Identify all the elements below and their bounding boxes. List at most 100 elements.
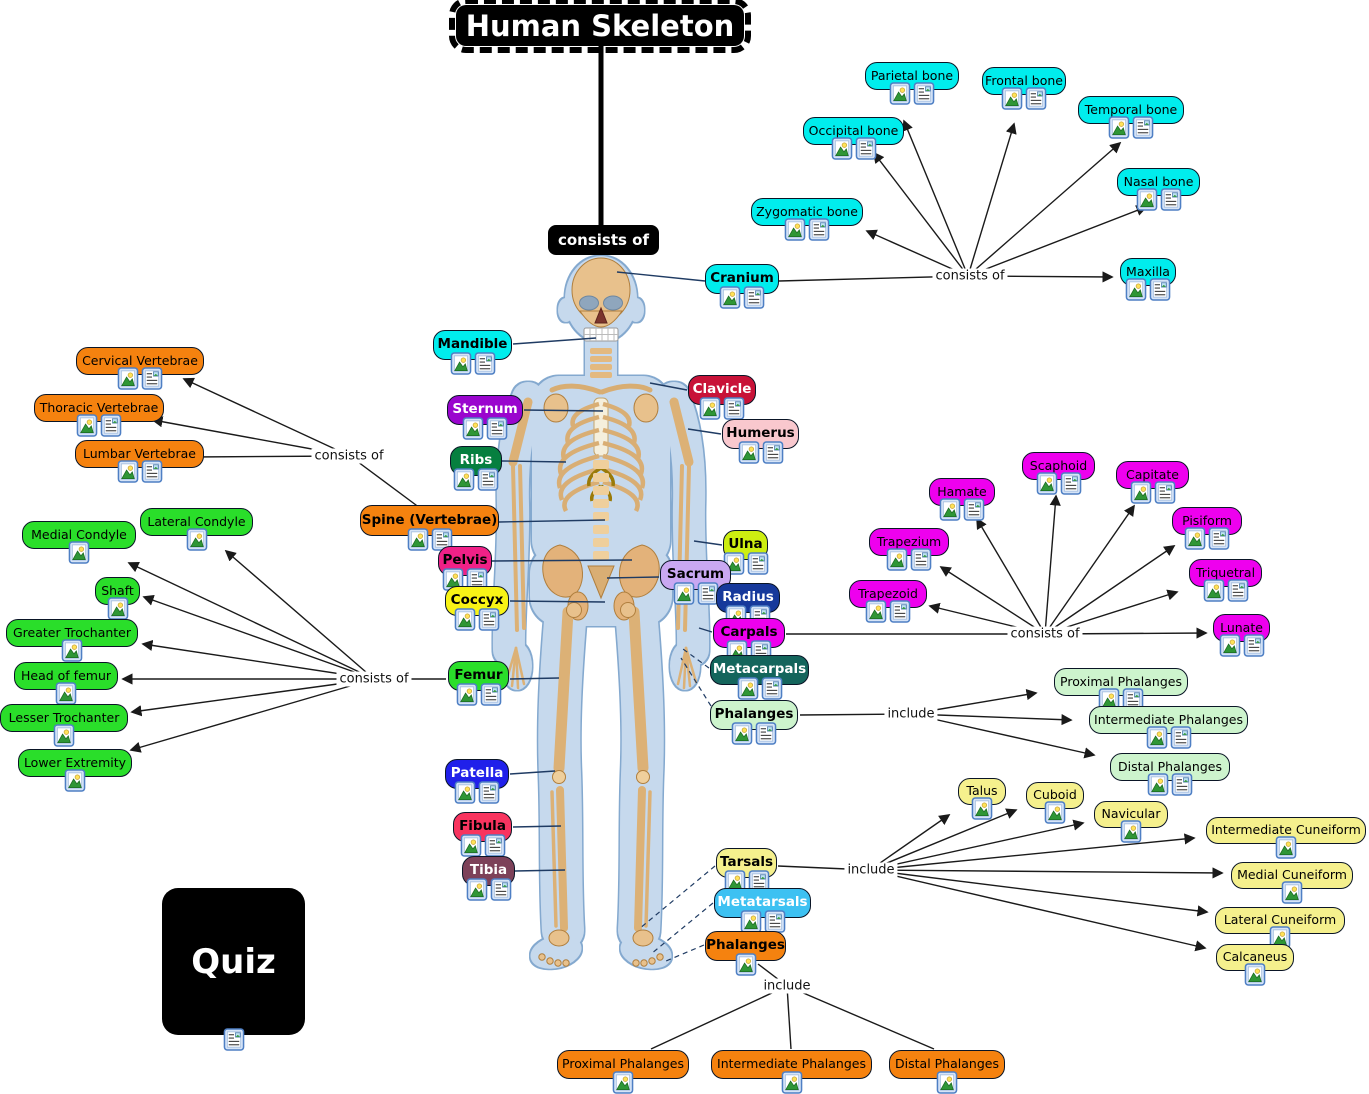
note-icon[interactable]	[911, 548, 932, 571]
node-clavicle[interactable]: Clavicle	[688, 375, 756, 405]
image-icon[interactable]	[890, 82, 911, 105]
image-icon[interactable]	[54, 724, 75, 747]
note-icon[interactable]	[761, 677, 782, 700]
node-intermediate-phalanges-foot[interactable]: Intermediate Phalanges	[711, 1050, 872, 1079]
node-mandible[interactable]: Mandible	[433, 330, 512, 360]
image-icon[interactable]	[1276, 836, 1297, 859]
image-icon[interactable]	[940, 498, 961, 521]
node-lateral-condyle[interactable]: Lateral Condyle	[140, 508, 253, 536]
node-trapezoid[interactable]: Trapezoid	[849, 580, 927, 608]
node-metacarpals[interactable]: Metacarpals	[710, 655, 809, 685]
image-icon[interactable]	[1146, 726, 1167, 749]
note-icon[interactable]	[490, 878, 511, 901]
note-icon[interactable]	[1172, 773, 1193, 796]
note-icon[interactable]	[1060, 472, 1081, 495]
note-icon[interactable]	[764, 910, 785, 933]
node-lower-extremity[interactable]: Lower Extremity	[18, 749, 132, 777]
node-intermediate-cuneiform[interactable]: Intermediate Cuneiform	[1206, 817, 1366, 844]
image-icon[interactable]	[186, 528, 207, 551]
node-temporal-bone[interactable]: Temporal bone	[1078, 96, 1184, 124]
node-occipital-bone[interactable]: Occipital bone	[803, 117, 904, 145]
image-icon[interactable]	[700, 397, 721, 420]
image-icon[interactable]	[463, 417, 484, 440]
node-tarsals[interactable]: Tarsals	[716, 848, 777, 878]
image-icon[interactable]	[1136, 188, 1157, 211]
note-icon[interactable]	[484, 834, 505, 857]
node-humerus[interactable]: Humerus	[722, 419, 799, 449]
note-icon[interactable]	[474, 352, 495, 375]
image-icon[interactable]	[65, 769, 86, 792]
node-cuboid[interactable]: Cuboid	[1026, 782, 1084, 809]
image-icon[interactable]	[1121, 820, 1142, 843]
image-icon[interactable]	[455, 608, 476, 631]
image-icon[interactable]	[455, 781, 476, 804]
image-icon[interactable]	[69, 541, 90, 564]
node-coccyx[interactable]: Coccyx	[445, 586, 509, 616]
image-icon[interactable]	[1219, 634, 1240, 657]
node-zygomatic-bone[interactable]: Zygomatic bone	[751, 198, 863, 226]
note-icon[interactable]	[890, 600, 911, 623]
image-icon[interactable]	[738, 441, 759, 464]
image-icon[interactable]	[56, 682, 77, 705]
image-icon[interactable]	[673, 582, 694, 605]
note-icon[interactable]	[478, 468, 499, 491]
note-icon[interactable]	[1243, 634, 1264, 657]
image-icon[interactable]	[1130, 481, 1151, 504]
node-distal-phalanges-hand[interactable]: Distal Phalanges	[1110, 753, 1230, 781]
note-icon[interactable]	[101, 414, 122, 437]
note-icon[interactable]	[1160, 188, 1181, 211]
node-shaft[interactable]: Shaft	[95, 577, 140, 605]
image-icon[interactable]	[466, 878, 487, 901]
image-icon[interactable]	[107, 597, 128, 620]
note-icon[interactable]	[1170, 726, 1191, 749]
image-icon[interactable]	[785, 218, 806, 241]
node-lunate[interactable]: Lunate	[1213, 614, 1270, 642]
note-icon[interactable]	[724, 397, 745, 420]
node-proximal-phalanges-foot[interactable]: Proximal Phalanges	[557, 1050, 689, 1079]
node-head-of-femur[interactable]: Head of femur	[14, 662, 118, 690]
note-icon[interactable]	[142, 367, 163, 390]
node-talus[interactable]: Talus	[958, 778, 1006, 805]
node-hamate[interactable]: Hamate	[929, 478, 995, 506]
image-icon[interactable]	[1126, 278, 1147, 301]
node-maxilla[interactable]: Maxilla	[1120, 258, 1176, 286]
image-icon[interactable]	[1203, 579, 1224, 602]
note-icon[interactable]	[697, 582, 718, 605]
node-medial-condyle[interactable]: Medial Condyle	[22, 521, 136, 549]
node-lesser-trochanter[interactable]: Lesser Trochanter	[0, 704, 128, 732]
note-icon[interactable]	[141, 460, 162, 483]
node-parietal-bone[interactable]: Parietal bone	[865, 62, 959, 90]
node-navicular[interactable]: Navicular	[1094, 801, 1168, 828]
node-nasal-bone[interactable]: Nasal bone	[1117, 168, 1200, 196]
node-lateral-cuneiform[interactable]: Lateral Cuneiform	[1215, 907, 1345, 934]
image-icon[interactable]	[1036, 472, 1057, 495]
note-icon[interactable]	[487, 417, 508, 440]
node-tibia[interactable]: Tibia	[462, 856, 515, 886]
note-icon[interactable]	[1227, 579, 1248, 602]
image-icon[interactable]	[460, 834, 481, 857]
note-icon[interactable]	[756, 722, 777, 745]
node-lumbar-vertebrae[interactable]: Lumbar Vertebrae	[75, 440, 204, 468]
image-icon[interactable]	[407, 528, 428, 551]
note-icon[interactable]	[223, 1028, 244, 1051]
note-icon[interactable]	[747, 552, 768, 575]
note-icon[interactable]	[1154, 481, 1175, 504]
image-icon[interactable]	[831, 137, 852, 160]
image-icon[interactable]	[450, 352, 471, 375]
node-distal-phalanges-foot[interactable]: Distal Phalanges	[889, 1050, 1005, 1079]
note-icon[interactable]	[480, 683, 501, 706]
image-icon[interactable]	[735, 953, 756, 976]
note-icon[interactable]	[479, 781, 500, 804]
note-icon[interactable]	[855, 137, 876, 160]
note-icon[interactable]	[1150, 278, 1171, 301]
node-greater-trochanter[interactable]: Greater Trochanter	[6, 619, 138, 647]
node-triquetral[interactable]: Triquetral	[1189, 559, 1262, 587]
note-icon[interactable]	[762, 441, 783, 464]
node-phalanges-hand[interactable]: Phalanges	[710, 700, 798, 730]
image-icon[interactable]	[454, 468, 475, 491]
note-icon[interactable]	[809, 218, 830, 241]
image-icon[interactable]	[1282, 881, 1303, 904]
node-femur[interactable]: Femur	[448, 661, 509, 691]
note-icon[interactable]	[1026, 87, 1047, 110]
node-cranium[interactable]: Cranium	[705, 264, 779, 294]
